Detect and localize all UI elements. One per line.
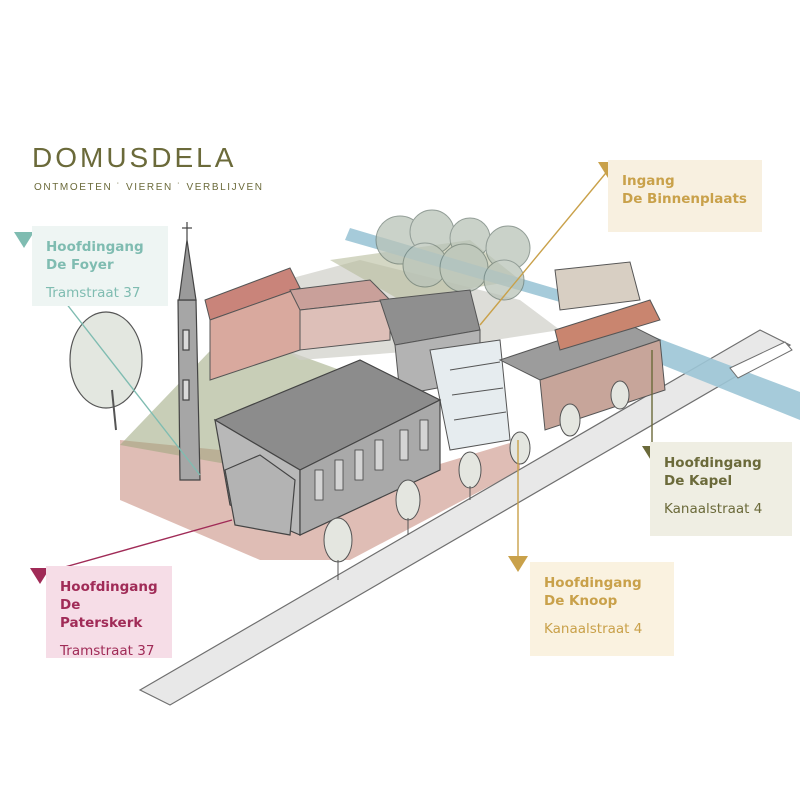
entrance-paterskerk-line1: Hoofdingang [60, 579, 158, 595]
street-tramstraat [138, 329, 792, 706]
entrance-binnenplaats-line1: Ingang [622, 173, 675, 189]
entrance-knoop-address: Kanaalstraat 4 [544, 621, 643, 637]
marker-triangle-icon [14, 232, 34, 248]
entrance-paterskerk-line2: De Paterskerk [60, 597, 143, 631]
entrance-binnenplaats-line2: De Binnenplaats [622, 191, 747, 207]
brand-logo: DOMUSDELA ONTMOETEN ˙ VIEREN ˙ VERBLIJVE… [32, 142, 264, 193]
entrance-knoop-line2: De Knoop [544, 593, 618, 609]
church-spire-icon [177, 222, 201, 481]
marker-triangle-icon [508, 556, 528, 572]
tree-icon [69, 311, 143, 431]
brand-tagline: ONTMOETEN ˙ VIEREN ˙ VERBLIJVEN [34, 182, 264, 193]
marker-triangle-icon [30, 568, 50, 584]
entrance-kapel-line2: De Kapel [664, 473, 733, 489]
leader-line-foyer [61, 297, 201, 476]
entrance-knoop-line1: Hoofdingang [544, 575, 642, 591]
entrance-label-kapel: Hoofdingang De Kapel Kanaalstraat 4 [650, 442, 792, 536]
leader-line-pater [39, 519, 233, 575]
building-glass [429, 339, 511, 451]
entrance-label-knoop: Hoofdingang De Knoop Kanaalstraat 4 [530, 562, 674, 656]
canal-bridge [729, 341, 793, 379]
entrance-foyer-line2: De Foyer [46, 257, 114, 273]
tree-row-front [323, 380, 630, 580]
entrance-label-paterskerk: Hoofdingang De Paterskerk Tramstraat 37 [46, 566, 172, 659]
entrance-kapel-line1: Hoofdingang [664, 455, 762, 471]
church-paterskerk [213, 359, 442, 536]
tree-group-back [375, 209, 531, 301]
brand-name: DOMUSDELA [32, 142, 237, 173]
entrance-label-foyer: Hoofdingang De Foyer Tramstraat 37 [32, 226, 168, 306]
leader-line-binnen [479, 167, 611, 326]
building-back-mid [289, 279, 392, 351]
entrance-label-binnenplaats: Ingang De Binnenplaats [608, 160, 762, 232]
entrance-kapel-address: Kanaalstraat 4 [664, 501, 763, 517]
entrance-paterskerk-address: Tramstraat 37 [60, 643, 155, 659]
building-back-left [204, 267, 301, 381]
entrance-foyer-line1: Hoofdingang [46, 239, 144, 255]
entrance-foyer-address: Tramstraat 37 [46, 285, 141, 301]
